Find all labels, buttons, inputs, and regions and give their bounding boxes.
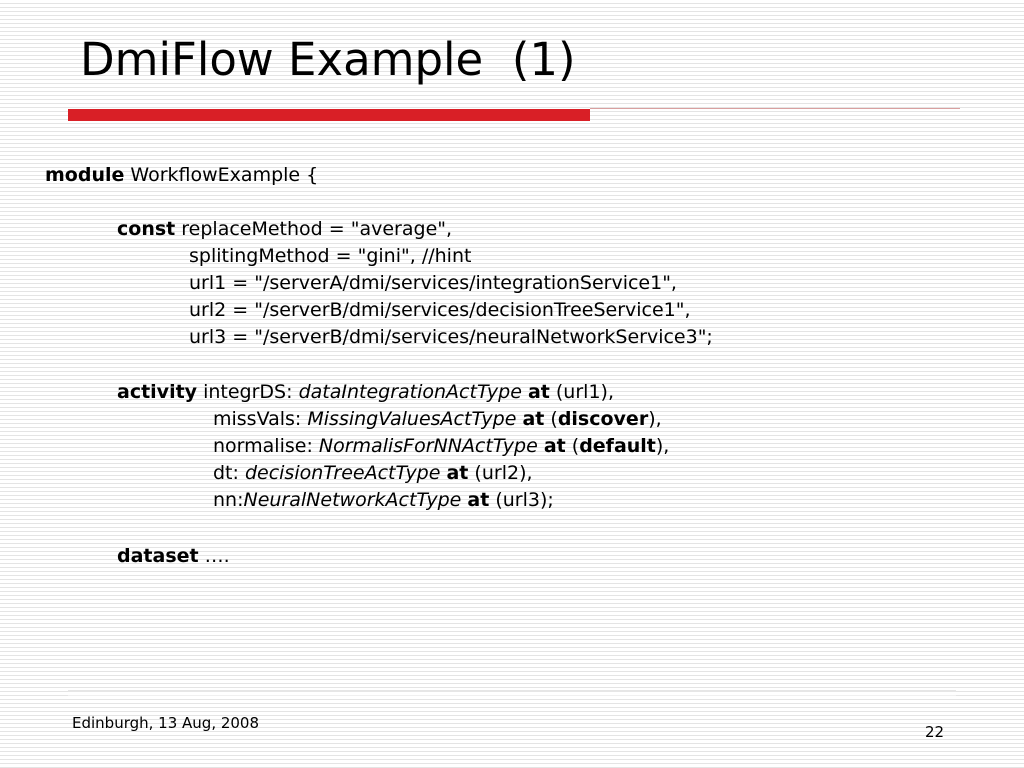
code-text: missVals: <box>213 408 308 430</box>
keyword-module: module <box>45 164 125 186</box>
slide-title: DmiFlow Example (1) <box>80 33 576 86</box>
code-text: ( <box>565 435 580 457</box>
code-text: replaceMethod = "average", <box>175 218 453 240</box>
code-text: ), <box>655 435 670 457</box>
keyword-discover: discover <box>557 408 649 430</box>
code-line-url1: url1 = "/serverA/dmi/services/integratio… <box>189 272 677 294</box>
keyword-default: default <box>579 435 656 457</box>
title-underline-rule <box>590 108 960 109</box>
code-line-spliting-method: splitingMethod = "gini", //hint <box>189 245 472 267</box>
code-text: (url2), <box>468 462 533 484</box>
code-text: (url1), <box>549 381 614 403</box>
page-number: 22 <box>925 723 945 741</box>
footer-location-date: Edinburgh, 13 Aug, 2008 <box>72 714 260 732</box>
code-text: ), <box>648 408 662 430</box>
keyword-activity: activity <box>117 381 198 403</box>
code-line-normalise: normalise: NormalisForNNActType at (defa… <box>213 433 669 459</box>
activity-type: decisionTreeActType <box>244 462 441 484</box>
activity-type: NormalisForNNActType <box>318 435 538 457</box>
code-line-dt: dt: decisionTreeActType at (url2), <box>213 460 533 486</box>
code-line-url2: url2 = "/serverB/dmi/services/decisionTr… <box>189 299 691 321</box>
activity-type: NeuralNetworkActType <box>243 489 462 511</box>
footer-divider <box>68 690 956 692</box>
keyword-dataset: dataset <box>117 545 199 567</box>
activity-type: dataIntegrationActType <box>298 381 522 403</box>
code-line-missvals: missVals: MissingValuesActType at (disco… <box>213 406 662 432</box>
keyword-at: at <box>467 489 490 511</box>
code-line-dataset: dataset …. <box>117 543 230 569</box>
keyword-at: at <box>522 408 545 430</box>
keyword-at: at <box>446 462 469 484</box>
code-text: WorkflowExample { <box>124 164 319 186</box>
code-text: integrDS: <box>197 381 299 403</box>
code-line-url3: url3 = "/serverB/dmi/services/neuralNetw… <box>189 326 713 348</box>
code-text: …. <box>198 545 230 567</box>
code-text: dt: <box>213 462 245 484</box>
code-line-module: module WorkflowExample { <box>45 162 318 188</box>
keyword-at: at <box>543 435 566 457</box>
code-text: (url3); <box>489 489 554 511</box>
code-text: normalise: <box>213 435 319 457</box>
footer-divider-secondary <box>68 695 956 696</box>
keyword-at: at <box>527 381 550 403</box>
code-text: nn: <box>213 489 244 511</box>
code-line-const: const replaceMethod = "average", <box>117 216 452 242</box>
code-line-nn: nn:NeuralNetworkActType at (url3); <box>213 487 554 513</box>
code-line-activity: activity integrDS: dataIntegrationActTyp… <box>117 379 614 405</box>
keyword-const: const <box>117 218 176 240</box>
activity-type: MissingValuesActType <box>307 408 517 430</box>
title-underline-bar <box>68 109 590 121</box>
code-text: ( <box>544 408 558 430</box>
